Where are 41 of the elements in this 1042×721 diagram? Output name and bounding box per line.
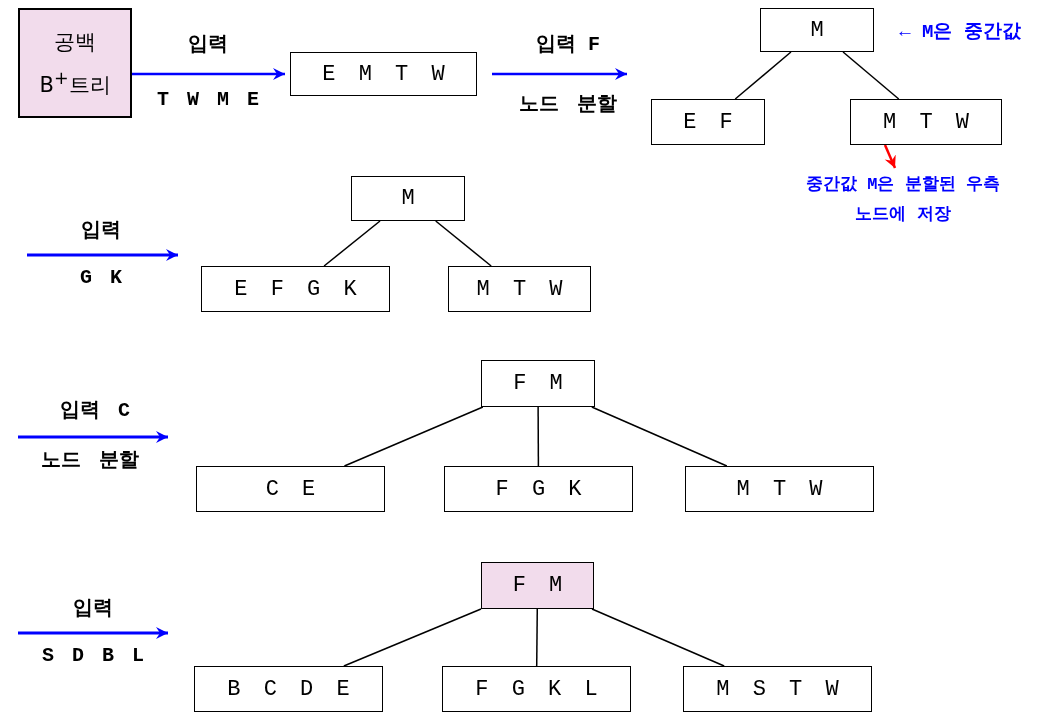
step-label: 입력 C [60,398,130,423]
connector-line [591,406,728,467]
step-label: 입력 [81,218,121,243]
connector-line [434,220,492,267]
connector-line [535,608,538,667]
tree-node-box: F M [481,562,594,609]
connector-line [343,406,484,467]
note-text: ← M은 중간값 [899,20,1021,44]
edge-label: 입력 F [536,32,600,57]
step-label: T W M E [157,88,259,111]
tree-node-box: E M T W [290,52,477,96]
connector-line [537,406,540,467]
step-label: 노드 분할 [519,92,617,117]
tree-node-box: F G K L [442,666,631,712]
tree-node-box: E F [651,99,765,145]
note-text: 중간값 M은 분할된 우측노드에 저장 [805,168,1001,232]
tree-node-box: B C D E [194,666,383,712]
step-label: S D B L [42,644,144,667]
tree-node-box: E F G K [201,266,390,312]
tree-node-box: M [760,8,874,52]
tree-node-box: M [351,176,465,221]
connector-line [842,51,900,100]
connector-line [591,608,725,667]
tree-node-box: F G K [444,466,633,512]
tree-node-box: M T W [685,466,874,512]
arrow [492,68,627,80]
tree-node-box: M T W [448,266,591,312]
connector-line [323,220,381,267]
tree-node-box: M S T W [683,666,872,712]
connector-line [734,51,792,100]
step-label: 노드 분할 [41,448,139,473]
connector-line [343,608,482,667]
arrow [883,144,897,169]
tree-node-box: C E [196,466,385,512]
tree-node-box: M T W [850,99,1002,145]
tree-node-box: F M [481,360,595,407]
edge-label: 입력 [188,32,228,57]
step-label: 입력 [73,596,113,621]
step-label: G K [80,266,122,289]
arrow [132,68,285,80]
start-box: 공백 B$^{+}$트리 [18,8,132,118]
